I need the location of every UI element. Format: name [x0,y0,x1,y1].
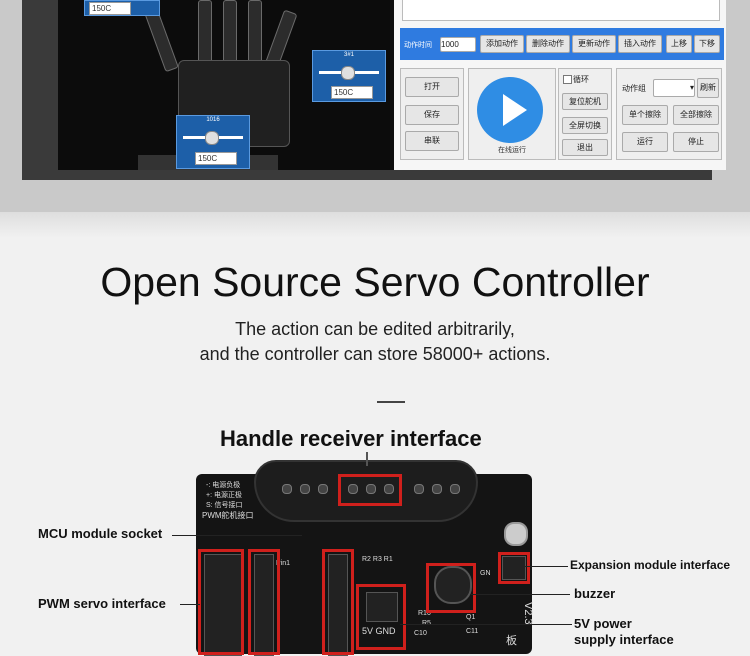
mcu-socket-callout: MCU module socket [38,526,163,541]
power-callout-line-1: 5V power [574,616,632,631]
pwm-highlight [198,549,244,655]
resistor-labels: R2 R3 R1 [362,556,393,563]
buzzer-highlight [426,563,476,613]
mcu-highlight-left [248,549,280,655]
board-char: 板 [506,635,517,647]
pin-hole [282,484,292,494]
pin-hole [432,484,442,494]
version-label: V2.3 [522,602,534,625]
slider-knob[interactable] [205,131,219,145]
series-button[interactable]: 串联 [405,131,459,151]
control-panel: 动作时间 1000 添加动作 删除动作 更新动作 插入动作 上移 下移 打开 保… [394,0,726,170]
gn-label: GN [480,570,491,577]
buzzer-component [434,566,472,604]
pin-hole [348,484,358,494]
slider-knob[interactable] [341,66,355,80]
mcu-callout-line [172,535,302,536]
fullscreen-toggle-button[interactable]: 全屏切换 [562,117,608,134]
delete-action-button[interactable]: 删除动作 [526,35,570,53]
loop-checkbox[interactable] [563,75,572,84]
refresh-button[interactable]: 刷新 [697,78,719,98]
mcu-highlight-right [322,549,354,655]
r10-label: R10 [418,610,431,617]
pin-hole [384,484,394,494]
move-up-button[interactable]: 上移 [666,35,692,53]
add-action-button[interactable]: 添加动作 [480,35,524,53]
update-action-button[interactable]: 更新动作 [572,35,616,53]
pin-hole [366,484,376,494]
pwm-interface-callout: PWM servo interface [38,596,166,611]
insert-action-button[interactable]: 插入动作 [618,35,662,53]
play-icon[interactable] [477,77,543,143]
action-group-select[interactable]: ▾ [653,79,695,97]
exit-button[interactable]: 退出 [562,139,608,156]
servo-slider-bottom[interactable]: 1016 150C [176,115,250,169]
receiver-highlight [338,474,402,506]
action-group-panel: 动作组 ▾ 刷新 单个擦除 全部擦除 运行 停止 [616,68,722,160]
divider-dash [377,401,405,403]
erase-all-button[interactable]: 全部擦除 [673,105,719,125]
stop-button[interactable]: 停止 [673,132,719,152]
c10-label: C10 [414,630,427,637]
pin1-label: Pin1 [276,560,291,567]
action-time-input[interactable]: 1000 [440,37,476,52]
servo-value-right[interactable]: 150C [331,86,373,99]
legend-line-1: -: 电源负极 [206,482,241,489]
legend-line-2: +: 电源正极 [206,492,242,499]
handle-receiver-connector [254,460,478,522]
power-highlight [356,584,406,650]
q1-label: Q1 [466,614,476,621]
handle-receiver-title: Handle receiver interface [220,426,482,451]
power-callout-line [400,624,572,625]
pwm-callout-line [180,604,200,605]
open-button[interactable]: 打开 [405,77,459,97]
action-list[interactable] [402,0,720,21]
r5-label: R5 [422,620,431,627]
run-button[interactable]: 运行 [622,132,668,152]
app-window: 150C 3#1 150C 1016 150C 动作时间 1000 添加动作 [22,0,726,180]
c11-label: C11 [466,628,479,635]
run-group: 在线运行 [468,68,556,160]
gnd-5v-label: 5V GND [362,626,396,636]
action-group-label: 动作组 [622,84,646,93]
file-group: 打开 保存 串联 [400,68,464,160]
servo-value-bottom[interactable]: 150C [195,152,237,165]
buzzer-callout: buzzer [574,586,616,601]
page-title: Open Source Servo Controller [100,259,650,305]
mounting-hole [504,522,528,546]
expansion-callout: Expansion module interface [570,558,731,572]
servo-slider-right[interactable]: 3#1 150C [312,50,386,102]
move-down-button[interactable]: 下移 [694,35,720,53]
pin-hole [318,484,328,494]
action-time-label: 动作时间 [404,42,432,49]
servo-label-right: 3#1 [343,52,354,58]
hand-model-pane: 150C 3#1 150C 1016 150C [58,0,394,170]
save-button[interactable]: 保存 [405,105,459,125]
loop-label: 循环 [573,75,589,84]
legend-line-3: S: 信号接口 [206,502,243,509]
pin-hole [414,484,424,494]
servo-slider-top[interactable]: 150C [84,0,160,16]
section-divider [0,212,750,238]
subtitle-line-1: The action can be edited arbitrarily, [235,319,515,339]
pwm-header-label: PWM舵机接口 [202,511,254,520]
receiver-pointer [366,452,368,466]
power-header [366,592,398,622]
run-online-label: 在线运行 [498,147,526,154]
servo-value-top[interactable]: 150C [89,2,131,15]
software-screenshot: 150C 3#1 150C 1016 150C 动作时间 1000 添加动作 [0,0,750,212]
option-group: 循环 复位舵机 全屏切换 退出 [558,68,612,160]
pin-hole [450,484,460,494]
reset-servo-button[interactable]: 复位舵机 [562,93,608,110]
power-callout-line-2: supply interface [574,632,674,647]
expansion-header [502,556,526,580]
subtitle-line-2: and the controller can store 58000+ acti… [199,344,551,364]
expansion-highlight [498,552,530,584]
servo-label-bottom: 1016 [206,117,220,123]
single-erase-button[interactable]: 单个擦除 [622,105,668,125]
buzzer-callout-line [470,594,570,595]
pin-hole [300,484,310,494]
expansion-callout-line [524,566,568,567]
action-toolbar: 动作时间 1000 添加动作 删除动作 更新动作 插入动作 上移 下移 [400,28,724,60]
